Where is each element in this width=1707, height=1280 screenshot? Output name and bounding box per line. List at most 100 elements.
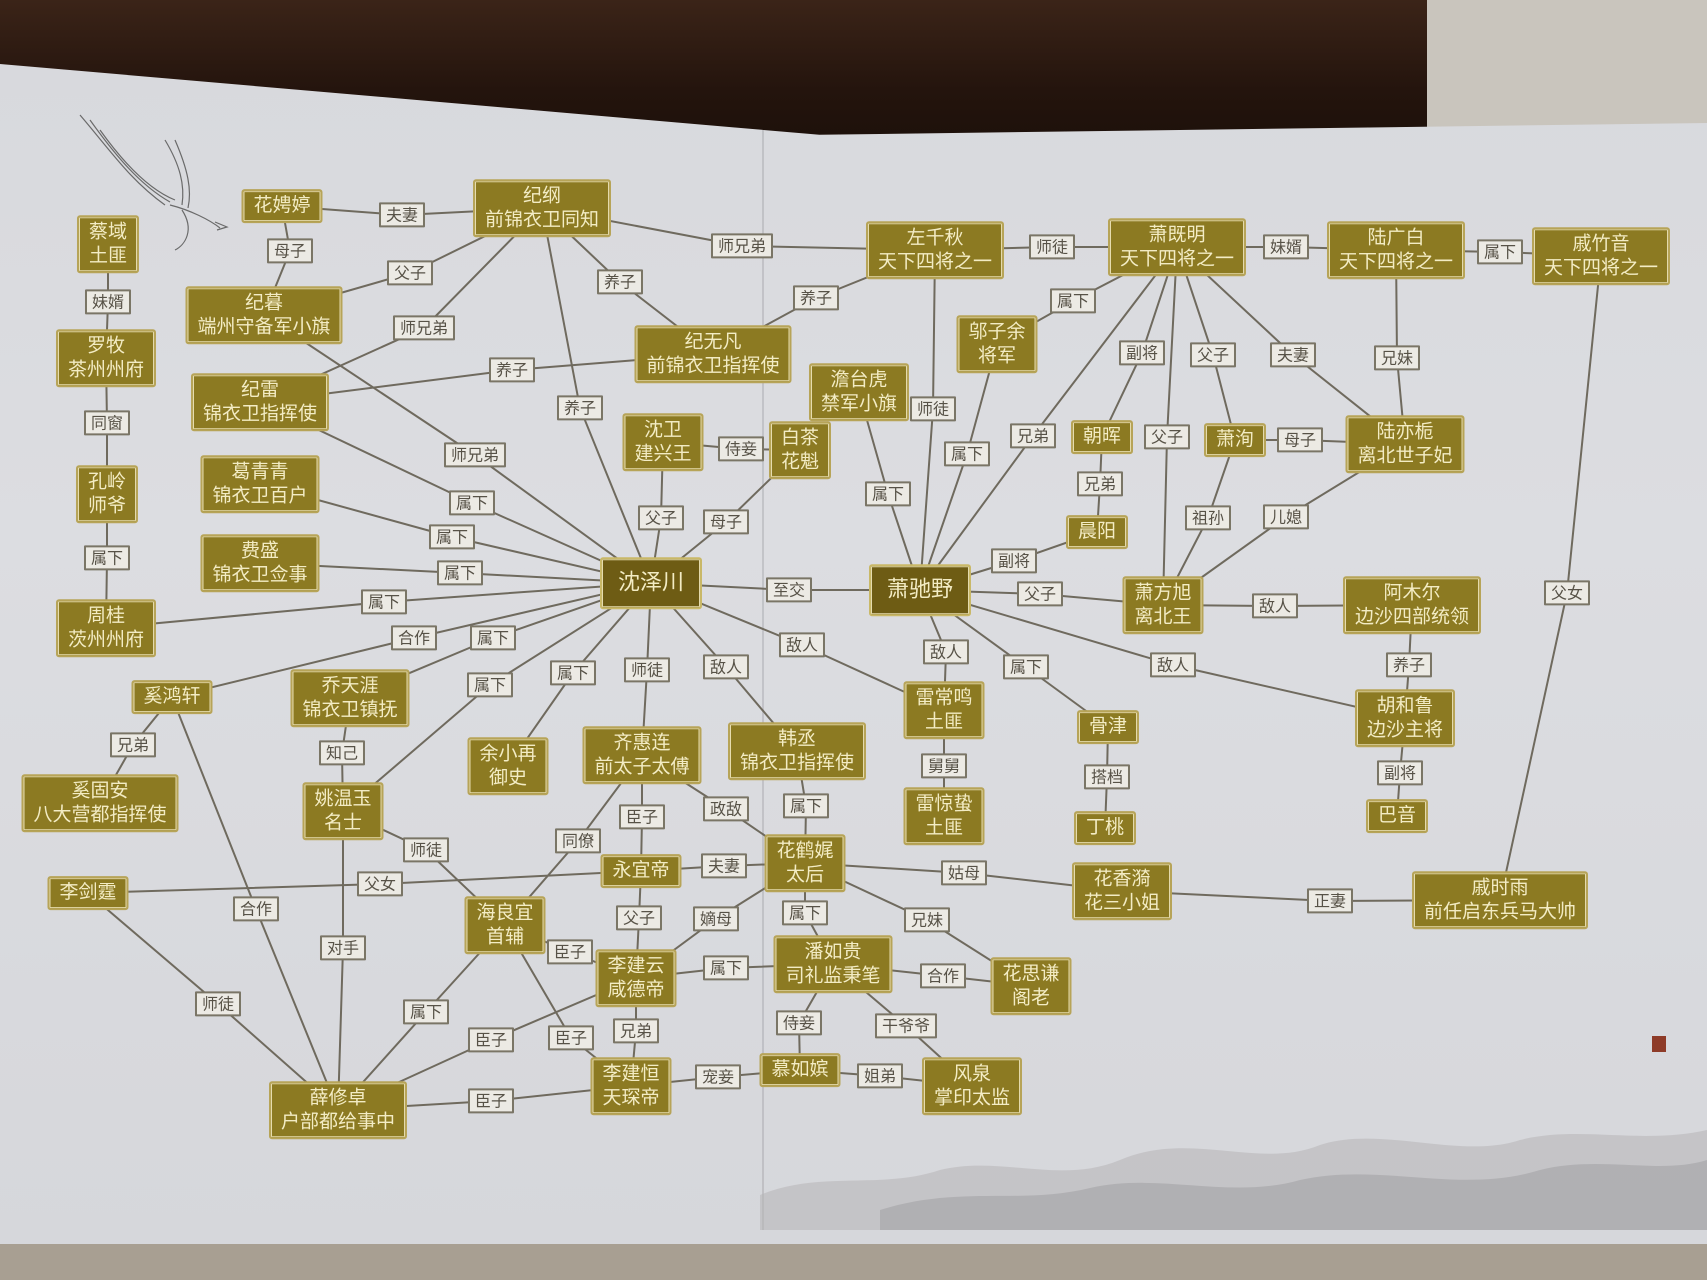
relationship-label: 属下 (1002, 654, 1050, 680)
character-node-zhanhu[interactable]: 澹台虎禁军小旗 (808, 363, 910, 421)
character-name: 李建恒 (602, 1062, 660, 1085)
relationship-label: 敌人 (702, 654, 750, 680)
character-node-chenyang[interactable]: 晨阳 (1065, 515, 1129, 549)
character-title: 前锦衣卫同知 (484, 208, 600, 230)
character-node-xihongxuan[interactable]: 奚鸿轩 (131, 680, 213, 714)
character-name: 雷惊蛰 (915, 792, 973, 815)
character-node-bayin[interactable]: 巴音 (1365, 799, 1429, 833)
character-node-xiaojiming[interactable]: 萧既明天下四将之一 (1107, 218, 1247, 276)
character-node-jiwufan[interactable]: 纪无凡前锦衣卫指挥使 (634, 325, 792, 383)
character-node-gujin[interactable]: 骨津 (1076, 710, 1140, 744)
character-name: 薛修卓 (309, 1086, 367, 1109)
character-name: 纪纲 (522, 184, 562, 207)
relationship-label: 同僚 (554, 828, 602, 854)
character-node-jilei[interactable]: 纪雷锦衣卫指挥使 (190, 373, 330, 431)
character-title: 土匪 (924, 816, 964, 838)
character-node-luomu[interactable]: 罗牧茶州州府 (55, 329, 157, 387)
character-node-lijianheng[interactable]: 李建恒天琛帝 (590, 1057, 672, 1115)
character-node-amuer[interactable]: 阿木尔边沙四部统领 (1342, 576, 1482, 634)
character-node-luguangbai[interactable]: 陆广白天下四将之一 (1326, 221, 1466, 279)
relationship-label: 属下 (1049, 288, 1097, 314)
relationship-label: 兄妹 (1373, 345, 1421, 371)
character-node-dingtao[interactable]: 丁桃 (1073, 811, 1137, 845)
relationship-label: 臣子 (546, 939, 594, 965)
character-name: 阿木尔 (1383, 581, 1441, 604)
character-node-hancheng[interactable]: 韩丞锦衣卫指挥使 (727, 722, 867, 780)
relationship-label: 侍妾 (775, 1010, 823, 1036)
character-node-yaowenyu[interactable]: 姚温玉名士 (302, 782, 384, 840)
character-name: 永宜帝 (612, 859, 670, 882)
relationship-label: 师兄弟 (392, 315, 456, 341)
character-node-baicha[interactable]: 白茶花魁 (768, 421, 832, 479)
character-node-feisheng[interactable]: 费盛锦衣卫佥事 (200, 534, 320, 592)
character-name: 晨阳 (1077, 520, 1117, 543)
relationship-label: 父子 (1189, 342, 1237, 368)
character-node-shenzechuan[interactable]: 沈泽川 (599, 557, 703, 609)
character-node-zhougui[interactable]: 周桂茨州州府 (55, 599, 157, 657)
character-name: 姚温玉 (314, 787, 372, 810)
character-node-huaheni[interactable]: 花鹤娓太后 (764, 834, 846, 892)
character-node-qizhuyin[interactable]: 戚竹音天下四将之一 (1531, 227, 1671, 285)
relationship-label: 宠妾 (694, 1064, 742, 1090)
character-node-jimu[interactable]: 纪暮端州守备军小旗 (185, 286, 343, 344)
character-node-huapingting[interactable]: 花娉婷 (241, 189, 323, 223)
character-node-shenwei[interactable]: 沈卫建兴王 (622, 413, 704, 471)
character-node-yongyidi[interactable]: 永宜帝 (600, 854, 682, 888)
character-node-leijingzhe[interactable]: 雷惊蛰土匪 (903, 787, 985, 845)
character-node-jigang[interactable]: 纪纲前锦衣卫同知 (472, 179, 612, 237)
relationship-label: 儿媳 (1262, 504, 1310, 530)
character-node-leichangming[interactable]: 雷常鸣土匪 (903, 681, 985, 739)
character-node-zuoqianqiu[interactable]: 左千秋天下四将之一 (865, 221, 1005, 279)
red-seal-icon (1652, 1036, 1666, 1052)
relationship-label: 属下 (781, 900, 829, 926)
character-node-fengquan[interactable]: 风泉掌印太监 (921, 1057, 1023, 1115)
character-title: 边沙四部统领 (1354, 605, 1470, 627)
relationship-label: 师徒 (194, 991, 242, 1017)
relationship-label: 臣子 (467, 1027, 515, 1053)
character-node-kongling[interactable]: 孔岭师爷 (75, 465, 139, 523)
character-node-xuexiuzhuo[interactable]: 薛修卓户部都给事中 (268, 1081, 408, 1139)
character-title: 建兴王 (634, 442, 692, 464)
character-node-murubin[interactable]: 慕如嫔 (759, 1053, 841, 1087)
relationship-label: 搭档 (1083, 764, 1131, 790)
character-name: 李剑霆 (59, 881, 117, 904)
character-node-lijianyun[interactable]: 李建云咸德帝 (595, 949, 677, 1007)
character-node-qiaotianya[interactable]: 乔天涯锦衣卫镇抚 (290, 669, 410, 727)
character-title: 首辅 (485, 925, 525, 947)
character-title: 花魁 (780, 450, 820, 472)
character-node-hailiangyi[interactable]: 海良宜首辅 (464, 896, 546, 954)
character-node-geqingqing[interactable]: 葛青青锦衣卫百户 (200, 455, 320, 513)
character-node-zhaohui[interactable]: 朝晖 (1070, 420, 1134, 454)
character-name: 蔡域 (88, 220, 128, 243)
character-title: 户部都给事中 (280, 1110, 396, 1132)
character-node-panrugui[interactable]: 潘如贵司礼监秉笔 (773, 935, 893, 993)
character-node-qishiyu[interactable]: 戚时雨前任启东兵马大帅 (1411, 871, 1589, 929)
character-node-xiaochiye[interactable]: 萧驰野 (868, 564, 972, 616)
character-node-luyizhi[interactable]: 陆亦栀离北世子妃 (1345, 415, 1465, 473)
character-node-wuziyu[interactable]: 邬子余将军 (956, 315, 1038, 373)
character-node-yuxiaozai[interactable]: 余小再御史 (467, 737, 549, 795)
character-title: 天琛帝 (602, 1086, 660, 1108)
character-node-xiaofangxu[interactable]: 萧方旭离北王 (1122, 576, 1204, 634)
character-node-huasiqian[interactable]: 花思谦阁老 (990, 957, 1072, 1015)
character-node-xiaoxun[interactable]: 萧洵 (1203, 423, 1267, 457)
character-title: 锦衣卫指挥使 (739, 751, 855, 773)
character-name: 韩丞 (777, 727, 817, 750)
relationship-label: 属下 (448, 490, 496, 516)
character-name: 余小再 (479, 742, 537, 765)
character-node-huaxiangyi[interactable]: 花香漪花三小姐 (1071, 862, 1173, 920)
character-name: 萧方旭 (1134, 581, 1192, 604)
character-name: 戚竹音 (1572, 232, 1630, 255)
character-node-huheru[interactable]: 胡和鲁边沙主将 (1354, 689, 1456, 747)
character-title: 天下四将之一 (877, 250, 993, 272)
character-title: 将军 (977, 344, 1017, 366)
relationship-label: 知己 (318, 740, 366, 766)
character-title: 端州守备军小旗 (197, 315, 331, 337)
relationship-label: 姑母 (940, 860, 988, 886)
character-node-xiguan[interactable]: 奚固安八大营都指挥使 (21, 774, 179, 832)
relationship-label: 师徒 (909, 396, 957, 422)
character-node-qihuilian[interactable]: 齐惠连前太子太傅 (582, 726, 702, 784)
relationship-label: 夫妻 (378, 202, 426, 228)
character-node-lijianting[interactable]: 李剑霆 (47, 876, 129, 910)
character-node-caiyu[interactable]: 蔡域土匪 (76, 215, 140, 273)
